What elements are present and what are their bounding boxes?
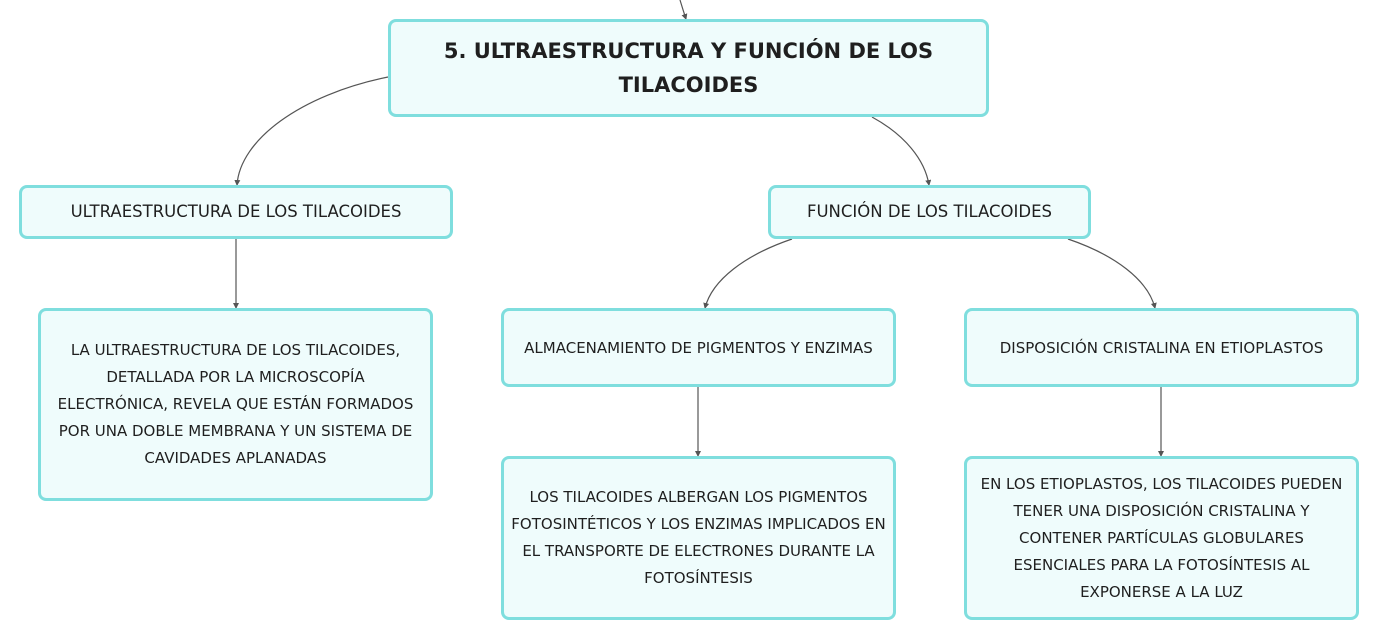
subtopic-disposicion-description[interactable]: EN LOS ETIOPLASTOS, LOS TILACOIDES PUEDE…	[964, 456, 1359, 620]
subtopic-ultraestructura-description[interactable]: LA ULTRAESTRUCTURA DE LOS TILACOIDES, DE…	[38, 308, 433, 501]
root-topic-title: 5. ULTRAESTRUCTURA Y FUNCIÓN DE LOS TILA…	[443, 39, 934, 97]
connector-funcion-to-disposicion	[1067, 238, 1157, 309]
subtopic-disposicion-label: DISPOSICIÓN CRISTALINA EN ETIOPLASTOS	[999, 338, 1324, 357]
topic-ultraestructura-label: ULTRAESTRUCTURA DE LOS TILACOIDES	[70, 202, 402, 221]
subtopic-almacenamiento-description-text: LOS TILACOIDES ALBERGAN LOS PIGMENTOS FO…	[511, 488, 886, 587]
connector-parent-to-root	[679, 0, 688, 20]
root-topic[interactable]: 5. ULTRAESTRUCTURA Y FUNCIÓN DE LOS TILA…	[388, 19, 989, 117]
subtopic-almacenamiento[interactable]: ALMACENAMIENTO DE PIGMENTOS Y ENZIMAS	[501, 308, 896, 387]
subtopic-ultraestructura-description-text: LA ULTRAESTRUCTURA DE LOS TILACOIDES, DE…	[57, 341, 414, 467]
connector-root-to-ultraestructura	[234, 76, 389, 186]
subtopic-disposicion-description-text: EN LOS ETIOPLASTOS, LOS TILACOIDES PUEDE…	[980, 474, 1343, 601]
subtopic-almacenamiento-description[interactable]: LOS TILACOIDES ALBERGAN LOS PIGMENTOS FO…	[501, 456, 896, 620]
subtopic-almacenamiento-label: ALMACENAMIENTO DE PIGMENTOS Y ENZIMAS	[524, 338, 873, 357]
topic-funcion-label: FUNCIÓN DE LOS TILACOIDES	[806, 202, 1053, 221]
subtopic-disposicion[interactable]: DISPOSICIÓN CRISTALINA EN ETIOPLASTOS	[964, 308, 1359, 387]
connector-funcion-to-almacenamiento	[703, 238, 793, 309]
connector-root-to-funcion	[871, 116, 932, 186]
topic-funcion[interactable]: FUNCIÓN DE LOS TILACOIDES	[768, 185, 1091, 239]
topic-ultraestructura[interactable]: ULTRAESTRUCTURA DE LOS TILACOIDES	[19, 185, 453, 239]
